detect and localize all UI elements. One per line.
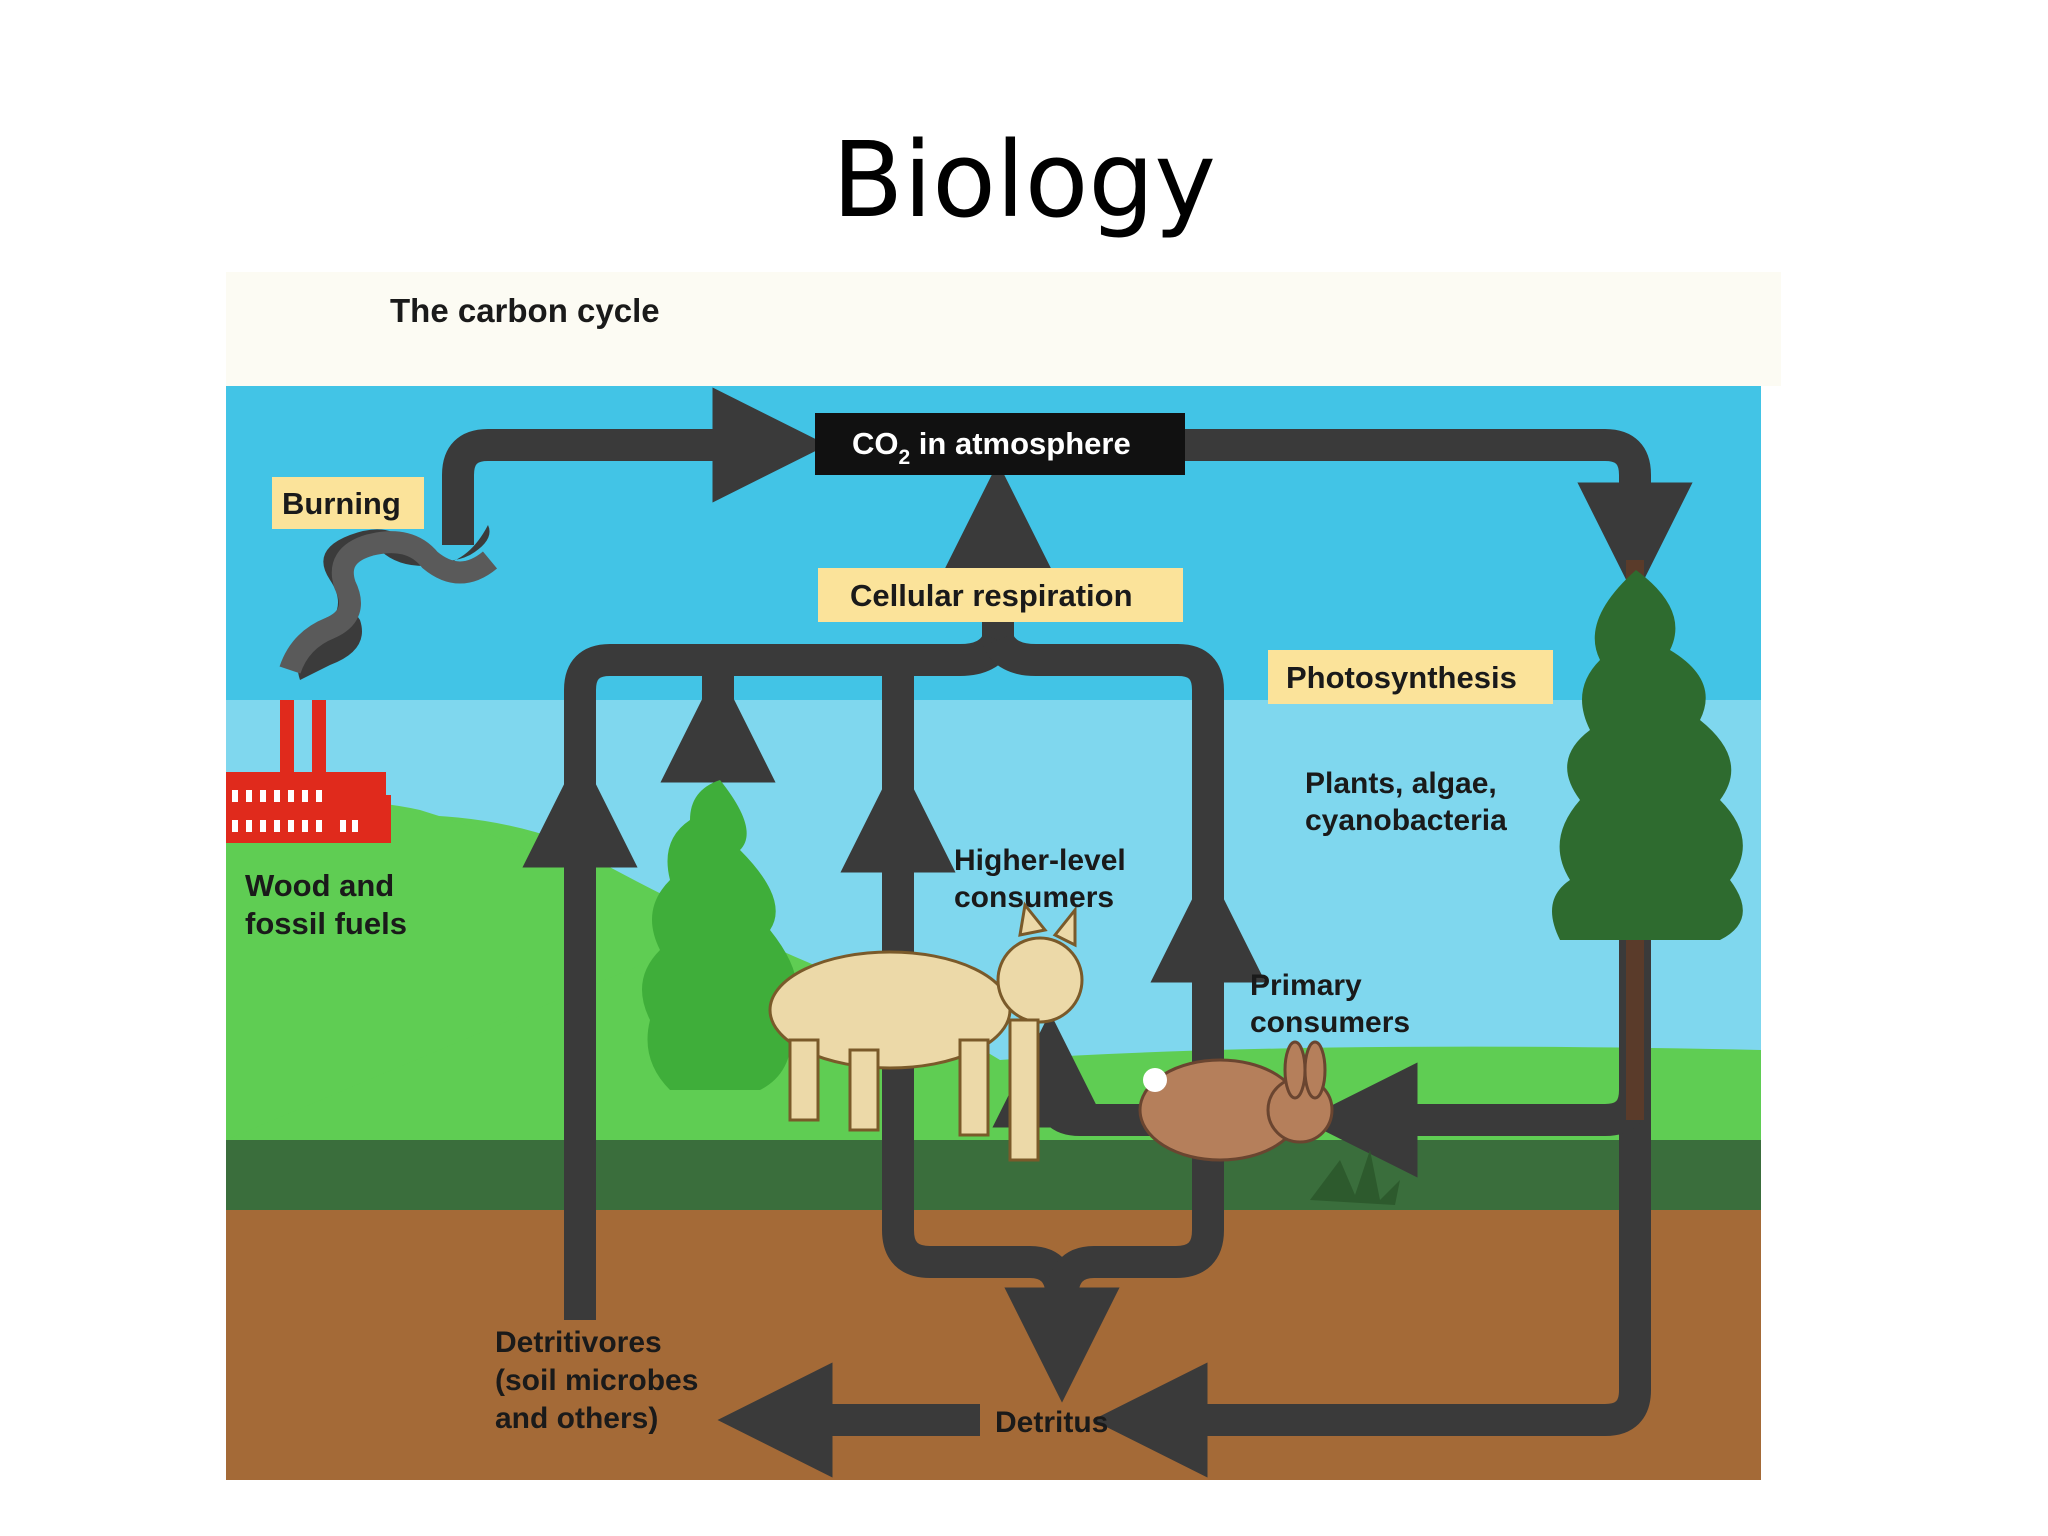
co2-label: CO2 in atmosphere	[852, 426, 1131, 469]
co2-to-plants-arrow	[1180, 429, 1693, 598]
bobcat-icon	[768, 901, 1084, 1162]
seedling-icon	[1310, 1150, 1400, 1205]
conifer-tree-icon	[1552, 560, 1743, 1120]
cellular-respiration-box	[818, 568, 1183, 622]
primary-consumers-label-1: Primary	[1250, 969, 1362, 1002]
burning-box	[272, 477, 424, 529]
burning-label: Burning	[282, 486, 401, 521]
cellular-respiration-label: Cellular respiration	[850, 578, 1133, 613]
rabbit-icon	[1138, 1040, 1334, 1162]
plants-label-2: cyanobacteria	[1305, 804, 1507, 837]
higher-consumers-label-1: Higher-level	[954, 844, 1126, 877]
dark-grass-band	[226, 1140, 1761, 1210]
plants-to-detritus-arrow	[1092, 600, 1651, 1478]
respiration-branch-right	[983, 632, 1224, 930]
higher-consumers-label-2: consumers	[954, 881, 1114, 914]
bush-icon	[642, 780, 797, 1090]
detritus-label: Detritus	[995, 1406, 1108, 1439]
figure-header-band	[226, 272, 1781, 386]
fuels-label-1: Wood and	[245, 868, 394, 903]
detritivores-label-1: Detritivores	[495, 1326, 662, 1359]
detritivores-label-2: (soil microbes	[495, 1364, 698, 1397]
fuels-label-2: fossil fuels	[245, 906, 407, 941]
figure-caption: The carbon cycle	[390, 292, 660, 329]
co2-box	[815, 413, 1185, 475]
factory-icon	[226, 700, 391, 843]
photosynthesis-box	[1268, 650, 1553, 704]
smoke-plume	[279, 531, 498, 674]
consumers-to-detritus-right	[1004, 1110, 1224, 1403]
detritivores-label-3: and others)	[495, 1402, 658, 1435]
photosynthesis-label: Photosynthesis	[1286, 660, 1517, 695]
slide-title: Biology	[832, 119, 1216, 241]
primary-consumers-label-2: consumers	[1250, 1006, 1410, 1039]
plants-label-1: Plants, algae,	[1305, 767, 1497, 800]
burning-arrow	[442, 387, 828, 545]
primary-to-higher-arrow	[992, 1012, 1160, 1136]
